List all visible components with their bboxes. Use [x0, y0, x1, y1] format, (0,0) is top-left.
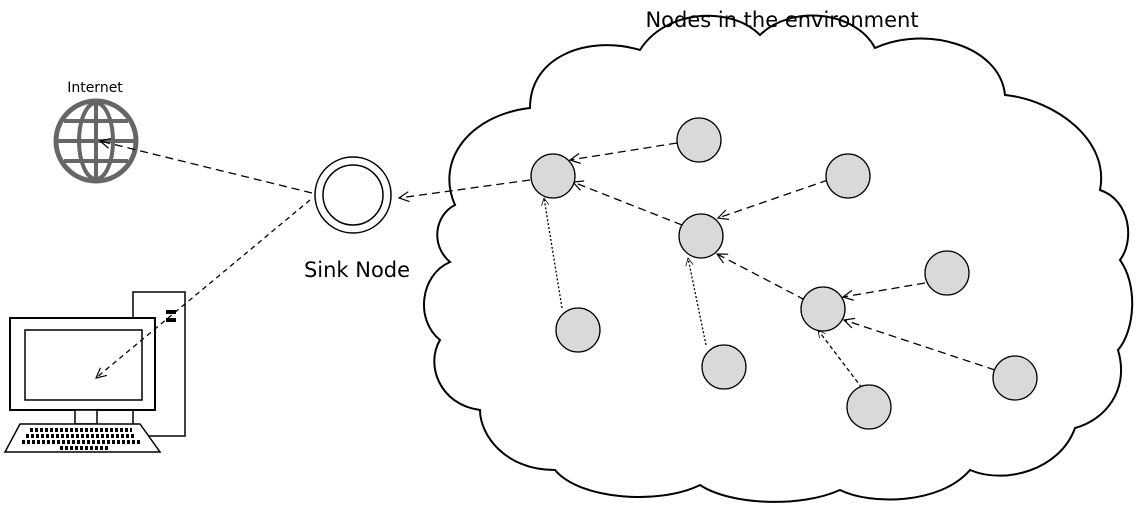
edge-n7-to-n1: [544, 198, 563, 309]
edge-n6-to-n4: [717, 254, 806, 301]
edge-n1-to-sink: [399, 179, 531, 198]
edge-n5-to-n6: [843, 282, 926, 297]
sensor-node: [992, 355, 1038, 401]
sensor-node: [846, 384, 892, 430]
sensor-node: [678, 213, 724, 259]
sensor-node: [701, 344, 747, 390]
environment-cloud: [423, 14, 1134, 503]
sink-node: [314, 156, 392, 234]
computer-icon: [3, 291, 186, 453]
edge-n8-to-n4: [688, 258, 707, 346]
sensor-node: [676, 117, 722, 163]
edge-n2-to-n1: [570, 142, 678, 160]
sensor-node: [530, 153, 576, 199]
sensor-node: [825, 153, 871, 199]
edge-sink-to-computer: [96, 199, 311, 378]
edge-sink-to-internet: [100, 141, 313, 194]
globe-icon: [53, 98, 139, 184]
sensor-node: [800, 286, 846, 332]
sink-node-label: Sink Node: [304, 258, 410, 282]
cloud-title: Nodes in the environment: [645, 8, 918, 32]
edge-n10-to-n6: [844, 320, 996, 371]
internet-label: Internet: [67, 80, 123, 96]
edge-n4-to-n1: [573, 182, 683, 226]
sensor-node: [555, 307, 601, 353]
edge-n3-to-n4: [718, 179, 829, 218]
sensor-node: [924, 250, 970, 296]
edge-n9-to-n6: [817, 330, 863, 389]
